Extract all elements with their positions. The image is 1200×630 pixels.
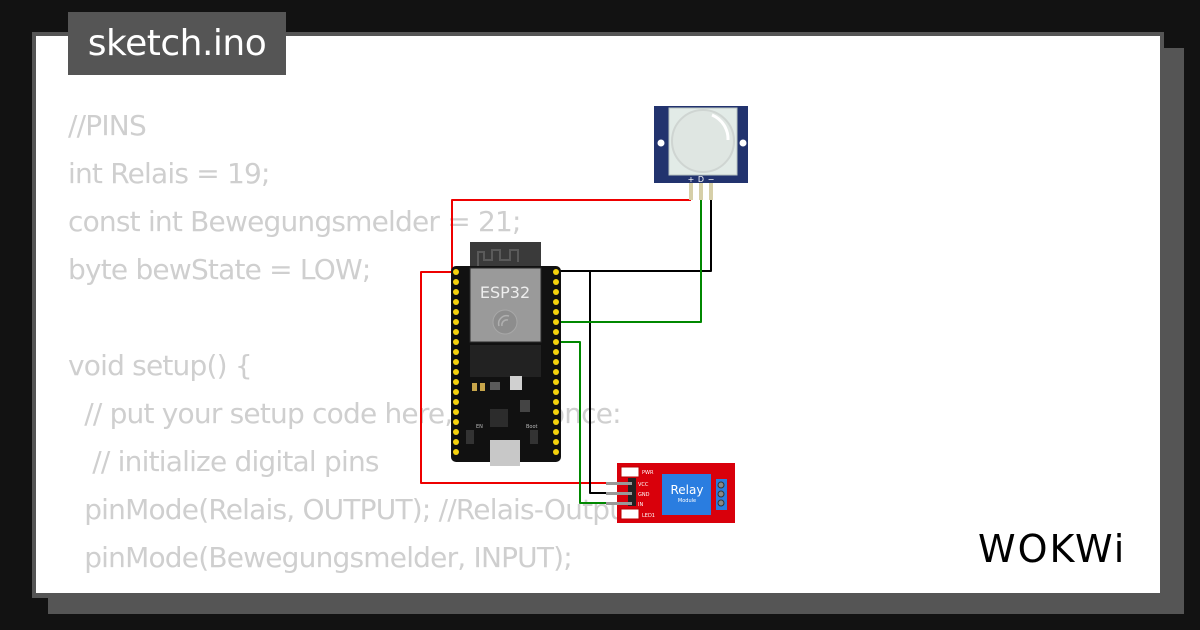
esp32-pin[interactable]: [553, 309, 559, 315]
wire-relay-vcc[interactable]: [420, 271, 610, 484]
esp32-pin[interactable]: [453, 409, 459, 415]
esp32-pin[interactable]: [453, 309, 459, 315]
code-panel-content: //PINS int Relais = 19; const int Bewegung…: [36, 36, 1160, 593]
relay-led-pwr: PWR: [642, 470, 654, 476]
relay-pin-gnd: GND: [638, 492, 650, 498]
esp32-pin[interactable]: [553, 329, 559, 335]
esp32-pin[interactable]: [453, 369, 459, 375]
wire-pir-gnd[interactable]: [556, 200, 712, 272]
esp32-pin[interactable]: [453, 319, 459, 325]
esp32-pin[interactable]: [453, 389, 459, 395]
code-line: //PINS: [68, 109, 147, 142]
esp32-pin[interactable]: [453, 419, 459, 425]
code-line: pinMode(Relais, OUTPUT); //Relais-Output: [68, 493, 637, 526]
code-line: // initialize digital pins: [68, 445, 379, 478]
esp32-pin[interactable]: [453, 429, 459, 435]
esp32-board[interactable]: ESP32 EN Boot: [451, 242, 561, 466]
esp32-pin[interactable]: [553, 409, 559, 415]
esp32-pin[interactable]: [553, 389, 559, 395]
code-line: int Relais = 19;: [68, 157, 270, 190]
wire-relay-signal[interactable]: [556, 341, 610, 504]
esp32-pin[interactable]: [553, 299, 559, 305]
esp32-pin[interactable]: [453, 289, 459, 295]
esp32-pin[interactable]: [553, 369, 559, 375]
code-panel: //PINS int Relais = 19; const int Bewegung…: [32, 32, 1164, 598]
esp32-pin[interactable]: [553, 359, 559, 365]
esp32-pin[interactable]: [553, 339, 559, 345]
relay-pin-in: IN: [638, 502, 643, 508]
esp32-pin[interactable]: [453, 269, 459, 275]
esp32-pin[interactable]: [453, 399, 459, 405]
pir-sensor[interactable]: + D −: [654, 106, 748, 200]
esp32-pin[interactable]: [553, 419, 559, 425]
code-line: const int Bewegungsmelder = 21;: [68, 205, 521, 238]
svg-text:Boot: Boot: [526, 424, 538, 430]
esp32-pin[interactable]: [553, 269, 559, 275]
esp32-pin[interactable]: [453, 449, 459, 455]
svg-text:EN: EN: [476, 424, 483, 430]
esp32-pin[interactable]: [553, 279, 559, 285]
esp32-pin[interactable]: [553, 289, 559, 295]
esp32-pin[interactable]: [453, 359, 459, 365]
wire-pir-signal[interactable]: [556, 200, 702, 323]
esp32-pin[interactable]: [553, 429, 559, 435]
relay-label: Relay: [671, 483, 704, 497]
esp32-pin[interactable]: [453, 329, 459, 335]
esp32-pin[interactable]: [453, 279, 459, 285]
code-line: pinMode(Bewegungsmelder, INPUT);: [68, 541, 573, 574]
esp32-pin[interactable]: [553, 399, 559, 405]
esp32-pin[interactable]: [553, 349, 559, 355]
esp32-pin[interactable]: [553, 319, 559, 325]
wire-relay-gnd[interactable]: [556, 270, 610, 494]
esp32-label: ESP32: [480, 283, 530, 302]
wokwi-logo: WOKWi: [978, 527, 1127, 571]
pir-pin-vcc: +: [688, 175, 695, 184]
pir-pin-data: D: [698, 175, 704, 184]
esp32-pin[interactable]: [553, 379, 559, 385]
code-line: byte bewState = LOW;: [68, 253, 371, 286]
file-tab[interactable]: sketch.ino: [68, 12, 286, 75]
esp32-pin[interactable]: [553, 439, 559, 445]
esp32-pin[interactable]: [453, 379, 459, 385]
esp32-pin[interactable]: [553, 449, 559, 455]
code-line: void setup() {: [68, 349, 253, 382]
esp32-pin[interactable]: [453, 339, 459, 345]
esp32-pin[interactable]: [453, 299, 459, 305]
esp32-pin[interactable]: [453, 349, 459, 355]
esp32-pin[interactable]: [453, 439, 459, 445]
code-line: Serial.begin(115200);: [68, 582, 636, 593]
wire-pir-vcc[interactable]: [451, 199, 691, 272]
relay-module[interactable]: PWR LED1 VCC GND IN Relay Module: [606, 463, 735, 523]
relay-pin-vcc: VCC: [638, 482, 649, 488]
pir-pin-gnd: −: [708, 175, 715, 184]
relay-sublabel: Module: [678, 498, 696, 504]
relay-led-1: LED1: [642, 513, 655, 519]
